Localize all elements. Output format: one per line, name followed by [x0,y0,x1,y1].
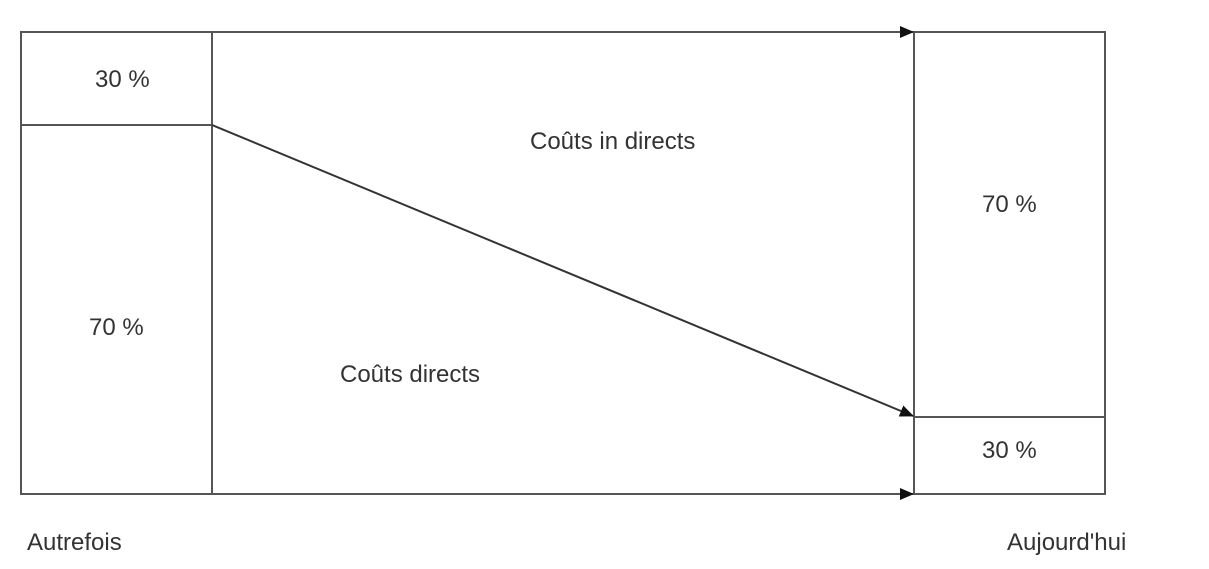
left-column-box [20,31,213,495]
left-top-value: 30 % [95,66,150,93]
shift-arrow [211,124,914,417]
right-caption: Aujourd'hui [1007,529,1127,556]
right-bottom-value: 30 % [982,437,1037,464]
right-top-value: 70 % [982,191,1037,218]
direct-costs-label: Coûts directs [340,361,481,388]
indirect-costs-label: Coûts in directs [530,128,696,155]
left-caption: Autrefois [27,529,122,556]
right-column-box [913,31,1106,495]
left-bottom-value: 70 % [89,314,144,341]
